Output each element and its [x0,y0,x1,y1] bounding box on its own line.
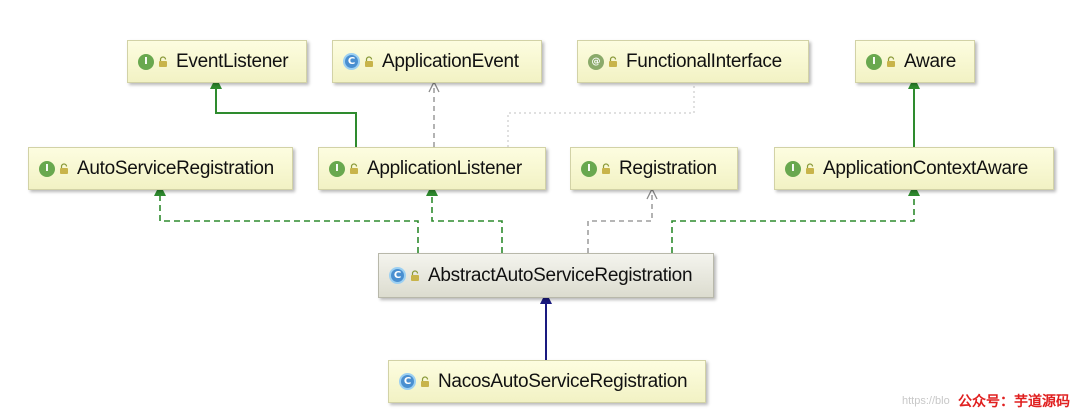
node-label: Aware [904,50,957,72]
node-label: NacosAutoServiceRegistration [438,370,688,392]
public-lock-icon [602,162,610,174]
edge-abstract-auto-service-registration-to-auto-service-registration [154,184,419,253]
public-lock-icon [365,55,373,67]
public-lock-icon [60,162,68,174]
node-abstract-auto-service-registration[interactable]: C AbstractAutoServiceRegistration [378,253,714,298]
watermark-url: https://blo [902,395,950,407]
public-lock-icon [159,55,167,67]
class-icon: C [399,373,416,390]
node-label: FunctionalInterface [626,50,782,72]
node-label: AutoServiceRegistration [77,157,274,179]
public-lock-icon [609,55,617,67]
node-application-context-aware[interactable]: I ApplicationContextAware [774,147,1054,190]
node-event-listener[interactable]: I EventListener [127,40,307,83]
interface-icon: I [138,53,154,70]
node-aware[interactable]: I Aware [855,40,975,83]
edge-application-listener-to-functional-interface [507,83,695,147]
node-application-listener[interactable]: I ApplicationListener [318,147,546,190]
interface-icon: I [329,160,345,177]
public-lock-icon [887,55,895,67]
node-label: Registration [619,157,717,179]
node-auto-service-registration[interactable]: I AutoServiceRegistration [28,147,293,190]
node-application-event[interactable]: C ApplicationEvent [332,40,542,83]
node-registration[interactable]: I Registration [570,147,738,190]
interface-icon: I [785,160,801,177]
node-label: EventListener [176,50,289,72]
interface-icon: I [866,53,882,70]
node-label: ApplicationEvent [382,50,519,72]
edge-application-listener-to-event-listener [210,77,357,147]
public-lock-icon [806,162,814,174]
node-label: AbstractAutoServiceRegistration [428,264,693,286]
interface-icon: I [581,160,597,177]
edge-abstract-auto-service-registration-to-application-listener [426,184,503,253]
node-label: ApplicationListener [367,157,522,179]
class-icon: C [343,53,360,70]
public-lock-icon [350,162,358,174]
interface-icon: I [39,160,55,177]
public-lock-icon [421,375,429,387]
brand-caption: 公众号：芋道源码 [958,393,1070,409]
node-label: ApplicationContextAware [823,157,1029,179]
annotation-icon: @ [588,53,604,70]
node-nacos-auto-service-registration[interactable]: C NacosAutoServiceRegistration [388,360,706,403]
class-icon: C [389,267,406,284]
public-lock-icon [411,269,419,281]
edge-abstract-auto-service-registration-to-registration [587,187,658,253]
edge-abstract-auto-service-registration-to-application-context-aware [671,184,920,253]
node-functional-interface[interactable]: @ FunctionalInterface [577,40,809,83]
